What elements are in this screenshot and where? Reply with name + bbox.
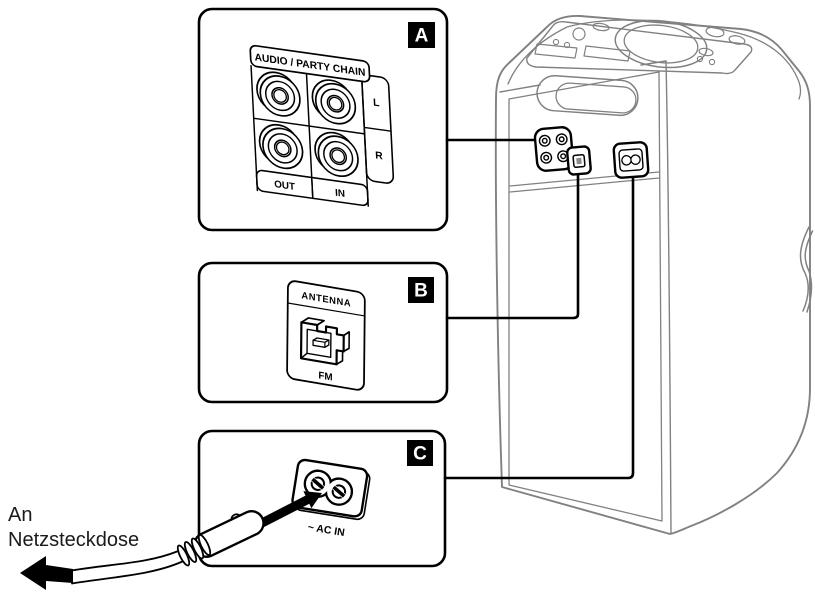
- panel-title-band: [249, 44, 371, 83]
- fm-label: FM: [318, 370, 332, 383]
- badge-a-letter: A: [415, 26, 429, 47]
- callout-line-c: [443, 174, 635, 480]
- carry-handle: [536, 74, 639, 117]
- ac-inlet-figure8-icon: [303, 469, 354, 506]
- plug-coil-boot: [176, 534, 212, 567]
- tower-ac-inlet: [612, 141, 650, 179]
- tower-fm-antenna-jack: [566, 145, 592, 176]
- label-out: OUT: [274, 179, 295, 193]
- ac-in-label: ~ AC IN: [307, 521, 346, 539]
- top-buttons: [552, 22, 746, 66]
- power-cord: [71, 550, 185, 585]
- top-display-window-2: [583, 45, 631, 62]
- tower-outline: [494, 15, 811, 535]
- badge-c: [407, 440, 433, 466]
- panel-antenna: ANTENNA FM: [286, 280, 366, 391]
- tower-top-control-panel: [526, 20, 753, 75]
- badge-b-letter: B: [414, 281, 428, 302]
- power-cord-assembly: [20, 510, 265, 590]
- rca-jack-icon-grid: [256, 71, 359, 178]
- badge-b: [408, 277, 434, 303]
- caption-line1: An: [8, 504, 32, 526]
- tower-audio-party-chain-jacks: [533, 126, 575, 172]
- plug-notch: [230, 513, 241, 521]
- panel-ac-in: ~ AC IN: [291, 458, 371, 539]
- side-grip-recess: [799, 226, 814, 313]
- label-r: R: [375, 150, 384, 162]
- badge-c-letter: C: [413, 444, 427, 465]
- arrow-left-icon: [20, 556, 73, 590]
- top-display-window: [534, 43, 578, 59]
- caption-to-wall-outlet: An Netzsteckdose: [8, 504, 139, 551]
- badge-a: [408, 22, 435, 48]
- label-l: L: [373, 98, 381, 110]
- label-in: IN: [335, 188, 345, 200]
- fm-socket-3d-icon: [299, 317, 350, 366]
- rear-inner-panel: [508, 71, 663, 522]
- caption-line2: Netzsteckdose: [8, 529, 139, 551]
- speaker-tower-rear-illustration: [494, 15, 814, 535]
- callout-line-b: [445, 170, 580, 320]
- arrow-insert-icon: [258, 491, 322, 529]
- back-face-right-edge: [665, 60, 672, 534]
- back-face-top-edge: [499, 60, 667, 93]
